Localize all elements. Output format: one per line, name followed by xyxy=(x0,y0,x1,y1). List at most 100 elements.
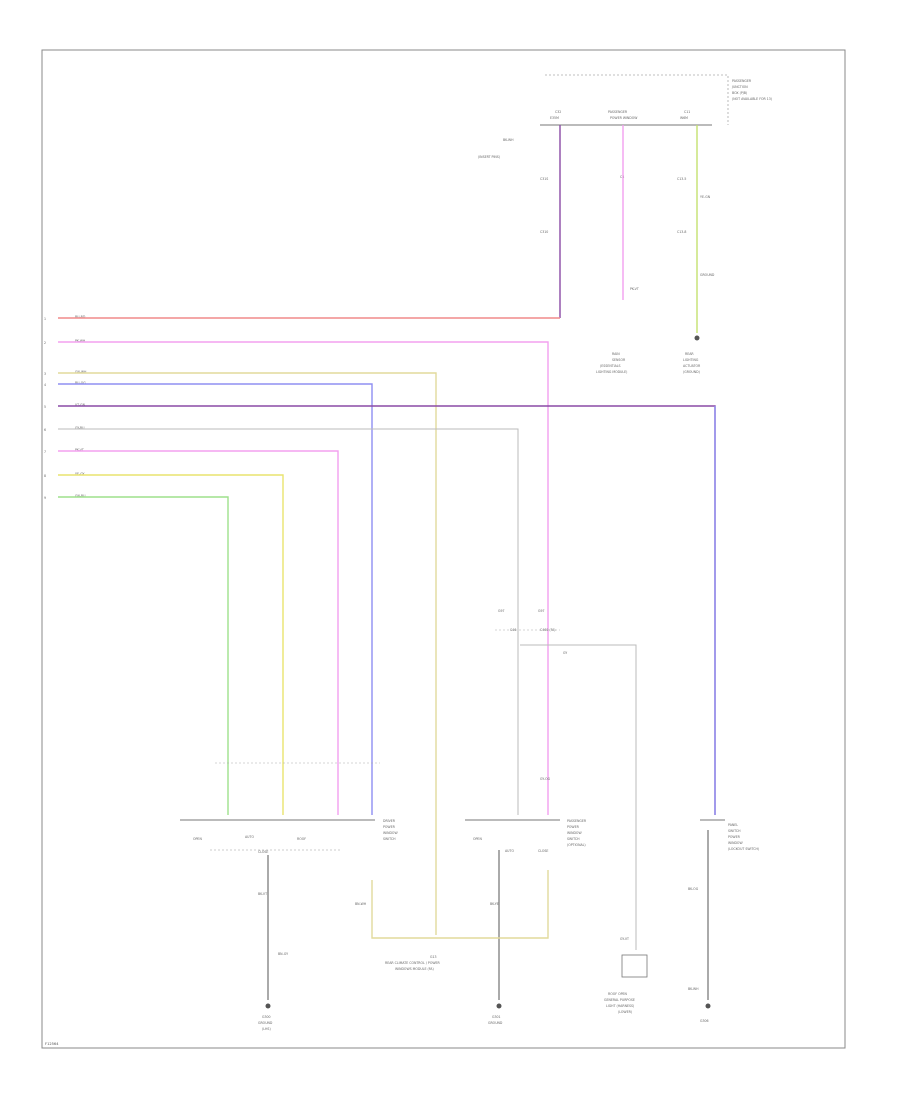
ground-dot xyxy=(496,1003,502,1009)
svg-text:BK-YE: BK-YE xyxy=(490,902,499,906)
left-connector-pin: 3 xyxy=(44,372,46,376)
svg-text:G97: G97 xyxy=(538,609,545,613)
svg-text:G300: G300 xyxy=(262,1015,271,1019)
svg-text:OPEN: OPEN xyxy=(193,837,202,841)
svg-text:(OPTIONAL): (OPTIONAL) xyxy=(567,843,586,847)
left-connector-wire: VT-GN xyxy=(75,403,86,407)
junction-labels: G97 G97 C46 C460 (FA) GY GY-OG xyxy=(498,609,567,781)
svg-text:SWITCH: SWITCH xyxy=(383,837,396,841)
svg-text:GY-VT: GY-VT xyxy=(620,937,629,941)
pin-label: C13-5 xyxy=(677,177,686,181)
svg-text:LIGHT (HARNESS): LIGHT (HARNESS) xyxy=(606,1004,634,1008)
note-insert-pins: (INSERT PINS) xyxy=(478,155,500,159)
svg-text:BK-WH: BK-WH xyxy=(688,987,699,991)
svg-text:JUNCTION: JUNCTION xyxy=(731,85,748,89)
svg-text:BK-OG: BK-OG xyxy=(688,887,699,891)
wire-label-bk-wh: BK-WH xyxy=(503,138,514,142)
wire-label: YE-GN xyxy=(700,195,711,199)
svg-text:E35M: E35M xyxy=(550,116,559,120)
left-connector-wire: YE-GY xyxy=(75,472,85,476)
svg-text:SENSOR: SENSOR xyxy=(612,358,626,362)
svg-text:OPEN: OPEN xyxy=(473,837,482,841)
light-module-label: ROOF OPEN GENERAL PURPOSE LIGHT (HARNESS… xyxy=(604,992,635,1014)
top-connector-left: C32 E35M xyxy=(550,110,561,120)
svg-text:W6M: W6M xyxy=(680,116,688,120)
svg-text:GY: GY xyxy=(563,651,567,655)
left-connector-pin: 8 xyxy=(44,474,46,478)
svg-text:LIGHTING MODULE): LIGHTING MODULE) xyxy=(596,370,627,374)
right-switch-label: PANEL SWITCH POWER WINDOW (LOCKOUT SWITC… xyxy=(728,823,759,851)
pin-label: C31S xyxy=(540,177,548,181)
svg-text:POWER WINDOW: POWER WINDOW xyxy=(610,116,638,120)
ground-dot xyxy=(705,1003,711,1009)
diagram-frame xyxy=(41,49,846,1049)
svg-text:WINDOWS MODULE (FA): WINDOWS MODULE (FA) xyxy=(395,967,434,971)
wire-green xyxy=(58,496,229,815)
bottom-wire-codes: BK-VT BN-GY BN-WH BK-YE GY-VT BK-OG BK-W… xyxy=(258,887,699,991)
rear-lighting-block: REAR LIGHTING ACTUATOR (GROUND) xyxy=(683,352,701,374)
wire-pink xyxy=(58,341,549,815)
wire-blue xyxy=(58,383,373,815)
left-connector-wire: PK-WH xyxy=(75,339,86,343)
svg-text:POWER: POWER xyxy=(383,825,396,829)
svg-text:(GROUND): (GROUND) xyxy=(683,370,700,374)
bottom-center-label: G13 REAR CLIMATE CONTROL / POWER WINDOWS… xyxy=(385,955,440,971)
wire-purple xyxy=(58,405,716,815)
pin-label: C13-8 xyxy=(677,230,686,234)
driver-switch-pins: OPEN AUTO CLOSE ROOF xyxy=(193,835,306,854)
svg-text:G97: G97 xyxy=(498,609,505,613)
left-connector-wire: BU-RD xyxy=(75,315,86,319)
driver-switch-label: DRIVER POWER WINDOW SWITCH xyxy=(383,819,398,841)
svg-text:GY-OG: GY-OG xyxy=(540,777,551,781)
svg-text:C32: C32 xyxy=(555,110,561,114)
top-connector-right: C11 W6M xyxy=(680,110,690,120)
svg-text:POWER: POWER xyxy=(728,835,741,839)
ground-dot xyxy=(265,1003,271,1009)
wire-yellow xyxy=(58,474,284,815)
svg-text:BOX (PJB): BOX (PJB) xyxy=(732,91,747,95)
svg-text:BN-WH: BN-WH xyxy=(355,902,367,906)
left-connector-wire: GY-BU xyxy=(75,426,85,430)
svg-text:(LOCKOUT SWITCH): (LOCKOUT SWITCH) xyxy=(728,847,759,851)
svg-text:(LHS): (LHS) xyxy=(262,1027,271,1031)
svg-text:(ESSENTIALS: (ESSENTIALS xyxy=(600,364,621,368)
wire-pink-2 xyxy=(58,450,339,815)
left-connector-pin: 2 xyxy=(44,341,46,345)
svg-text:G301: G301 xyxy=(492,1015,501,1019)
svg-text:CLOSE: CLOSE xyxy=(258,850,268,854)
wire-gray-branch xyxy=(520,644,637,950)
svg-text:G306: G306 xyxy=(700,1019,709,1023)
svg-text:GENERAL PURPOSE: GENERAL PURPOSE xyxy=(604,998,635,1002)
top-connector-center: PASSENGER POWER WINDOW xyxy=(608,110,638,120)
left-connector-pin: 4 xyxy=(44,383,46,387)
svg-text:REAR CLIMATE CONTROL / POWER: REAR CLIMATE CONTROL / POWER xyxy=(385,961,440,965)
left-connector-pin: 5 xyxy=(44,405,46,409)
junction-box-boundary xyxy=(545,74,729,125)
svg-text:BN-GY: BN-GY xyxy=(278,952,288,956)
svg-text:WINDOW: WINDOW xyxy=(383,831,398,835)
svg-text:ROOF OPEN: ROOF OPEN xyxy=(608,992,628,996)
light-module-box xyxy=(621,954,648,978)
svg-text:PASSENGER: PASSENGER xyxy=(732,79,752,83)
pin-label: C4 xyxy=(620,175,624,179)
svg-text:C46: C46 xyxy=(510,628,516,632)
wire-label: GROUND xyxy=(700,273,715,277)
svg-text:LIGHTING: LIGHTING xyxy=(683,358,699,362)
left-connector-pin: 1 xyxy=(44,317,46,321)
svg-text:PASSENGER: PASSENGER xyxy=(608,110,628,114)
rain-sensor-block: RAIN SENSOR (ESSENTIALS LIGHTING MODULE) xyxy=(596,352,627,374)
left-connector-wire: GN-BU xyxy=(75,494,86,498)
wire-tan xyxy=(58,372,437,935)
svg-text:ROOF: ROOF xyxy=(297,837,306,841)
svg-text:BK-VT: BK-VT xyxy=(258,892,267,896)
left-connector-wire: GN-WH xyxy=(75,370,87,374)
svg-text:REAR: REAR xyxy=(685,352,694,356)
left-connector-wire: BU-OG xyxy=(75,381,86,385)
left-connector-list: 1 BU-RD 2 PK-WH 3 GN-WH 4 BU-OG 5 VT-GN … xyxy=(44,315,87,500)
left-connector-pin: 9 xyxy=(44,496,46,500)
svg-text:CLOSE: CLOSE xyxy=(538,849,548,853)
left-connector-pin: 7 xyxy=(44,450,46,454)
wire-gray xyxy=(58,428,519,620)
svg-text:(NOT AVAILABLE FOR 13): (NOT AVAILABLE FOR 13) xyxy=(732,97,772,101)
